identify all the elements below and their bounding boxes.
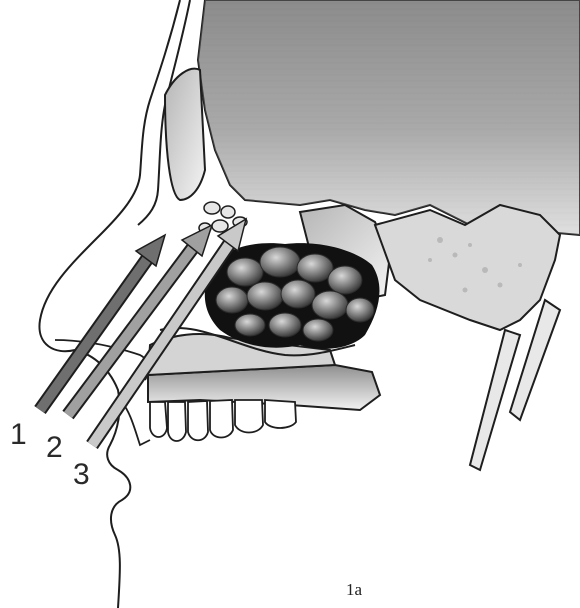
occipital-bone <box>375 205 560 330</box>
hamulus-process <box>470 330 520 470</box>
arrow-label-3: 3 <box>73 460 90 490</box>
arrow-label-1: 1 <box>10 420 27 450</box>
frontal-sinus <box>165 69 205 200</box>
arrow-label-2: 2 <box>46 433 63 463</box>
cranial-hatching <box>198 0 580 235</box>
arrow-1 <box>40 235 165 410</box>
figure-caption: 1a <box>346 580 362 600</box>
upper-teeth <box>150 400 296 441</box>
